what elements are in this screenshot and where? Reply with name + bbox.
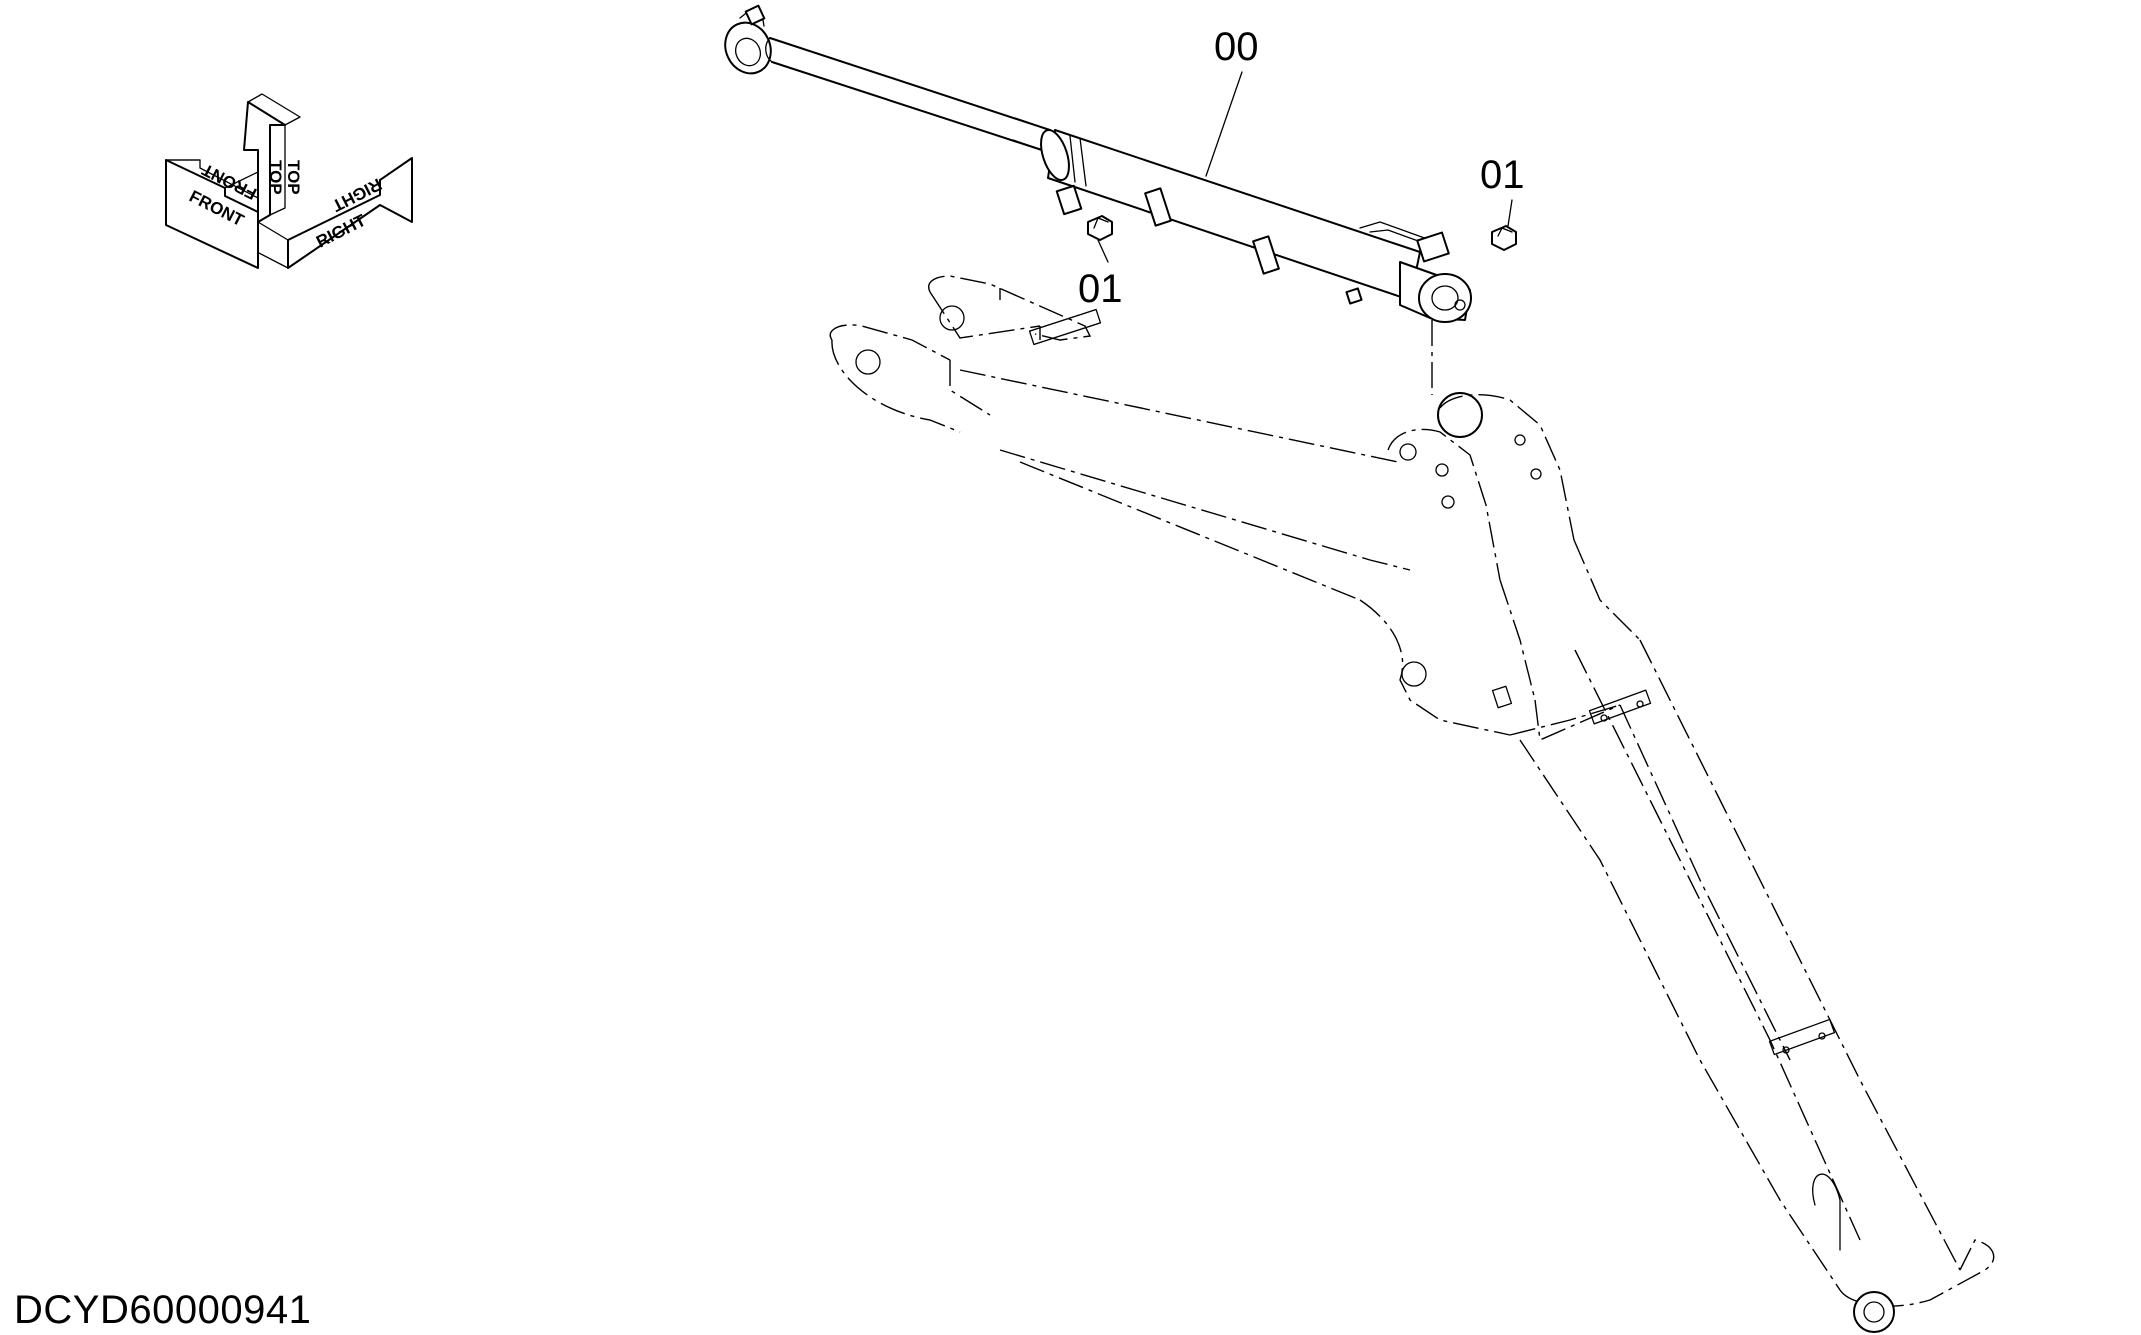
hydraulic-cylinder (724, 4, 1472, 323)
drawing-code: DCYD60000941 (14, 1288, 312, 1332)
label-part-01-left: 01 (1078, 267, 1123, 311)
grease-fitting-left (1087, 215, 1113, 263)
boom-outline (829, 275, 1995, 1333)
label-part-01-right: 01 (1480, 153, 1525, 197)
grease-fitting-right (1491, 199, 1517, 251)
orientation-top-mirror: TOP (284, 160, 303, 195)
orientation-top: TOP (266, 160, 285, 195)
label-part-00: 00 (1214, 25, 1259, 69)
orientation-indicator: FRONT FRONT TOP TOP RIGHT RIGHT (165, 93, 413, 269)
